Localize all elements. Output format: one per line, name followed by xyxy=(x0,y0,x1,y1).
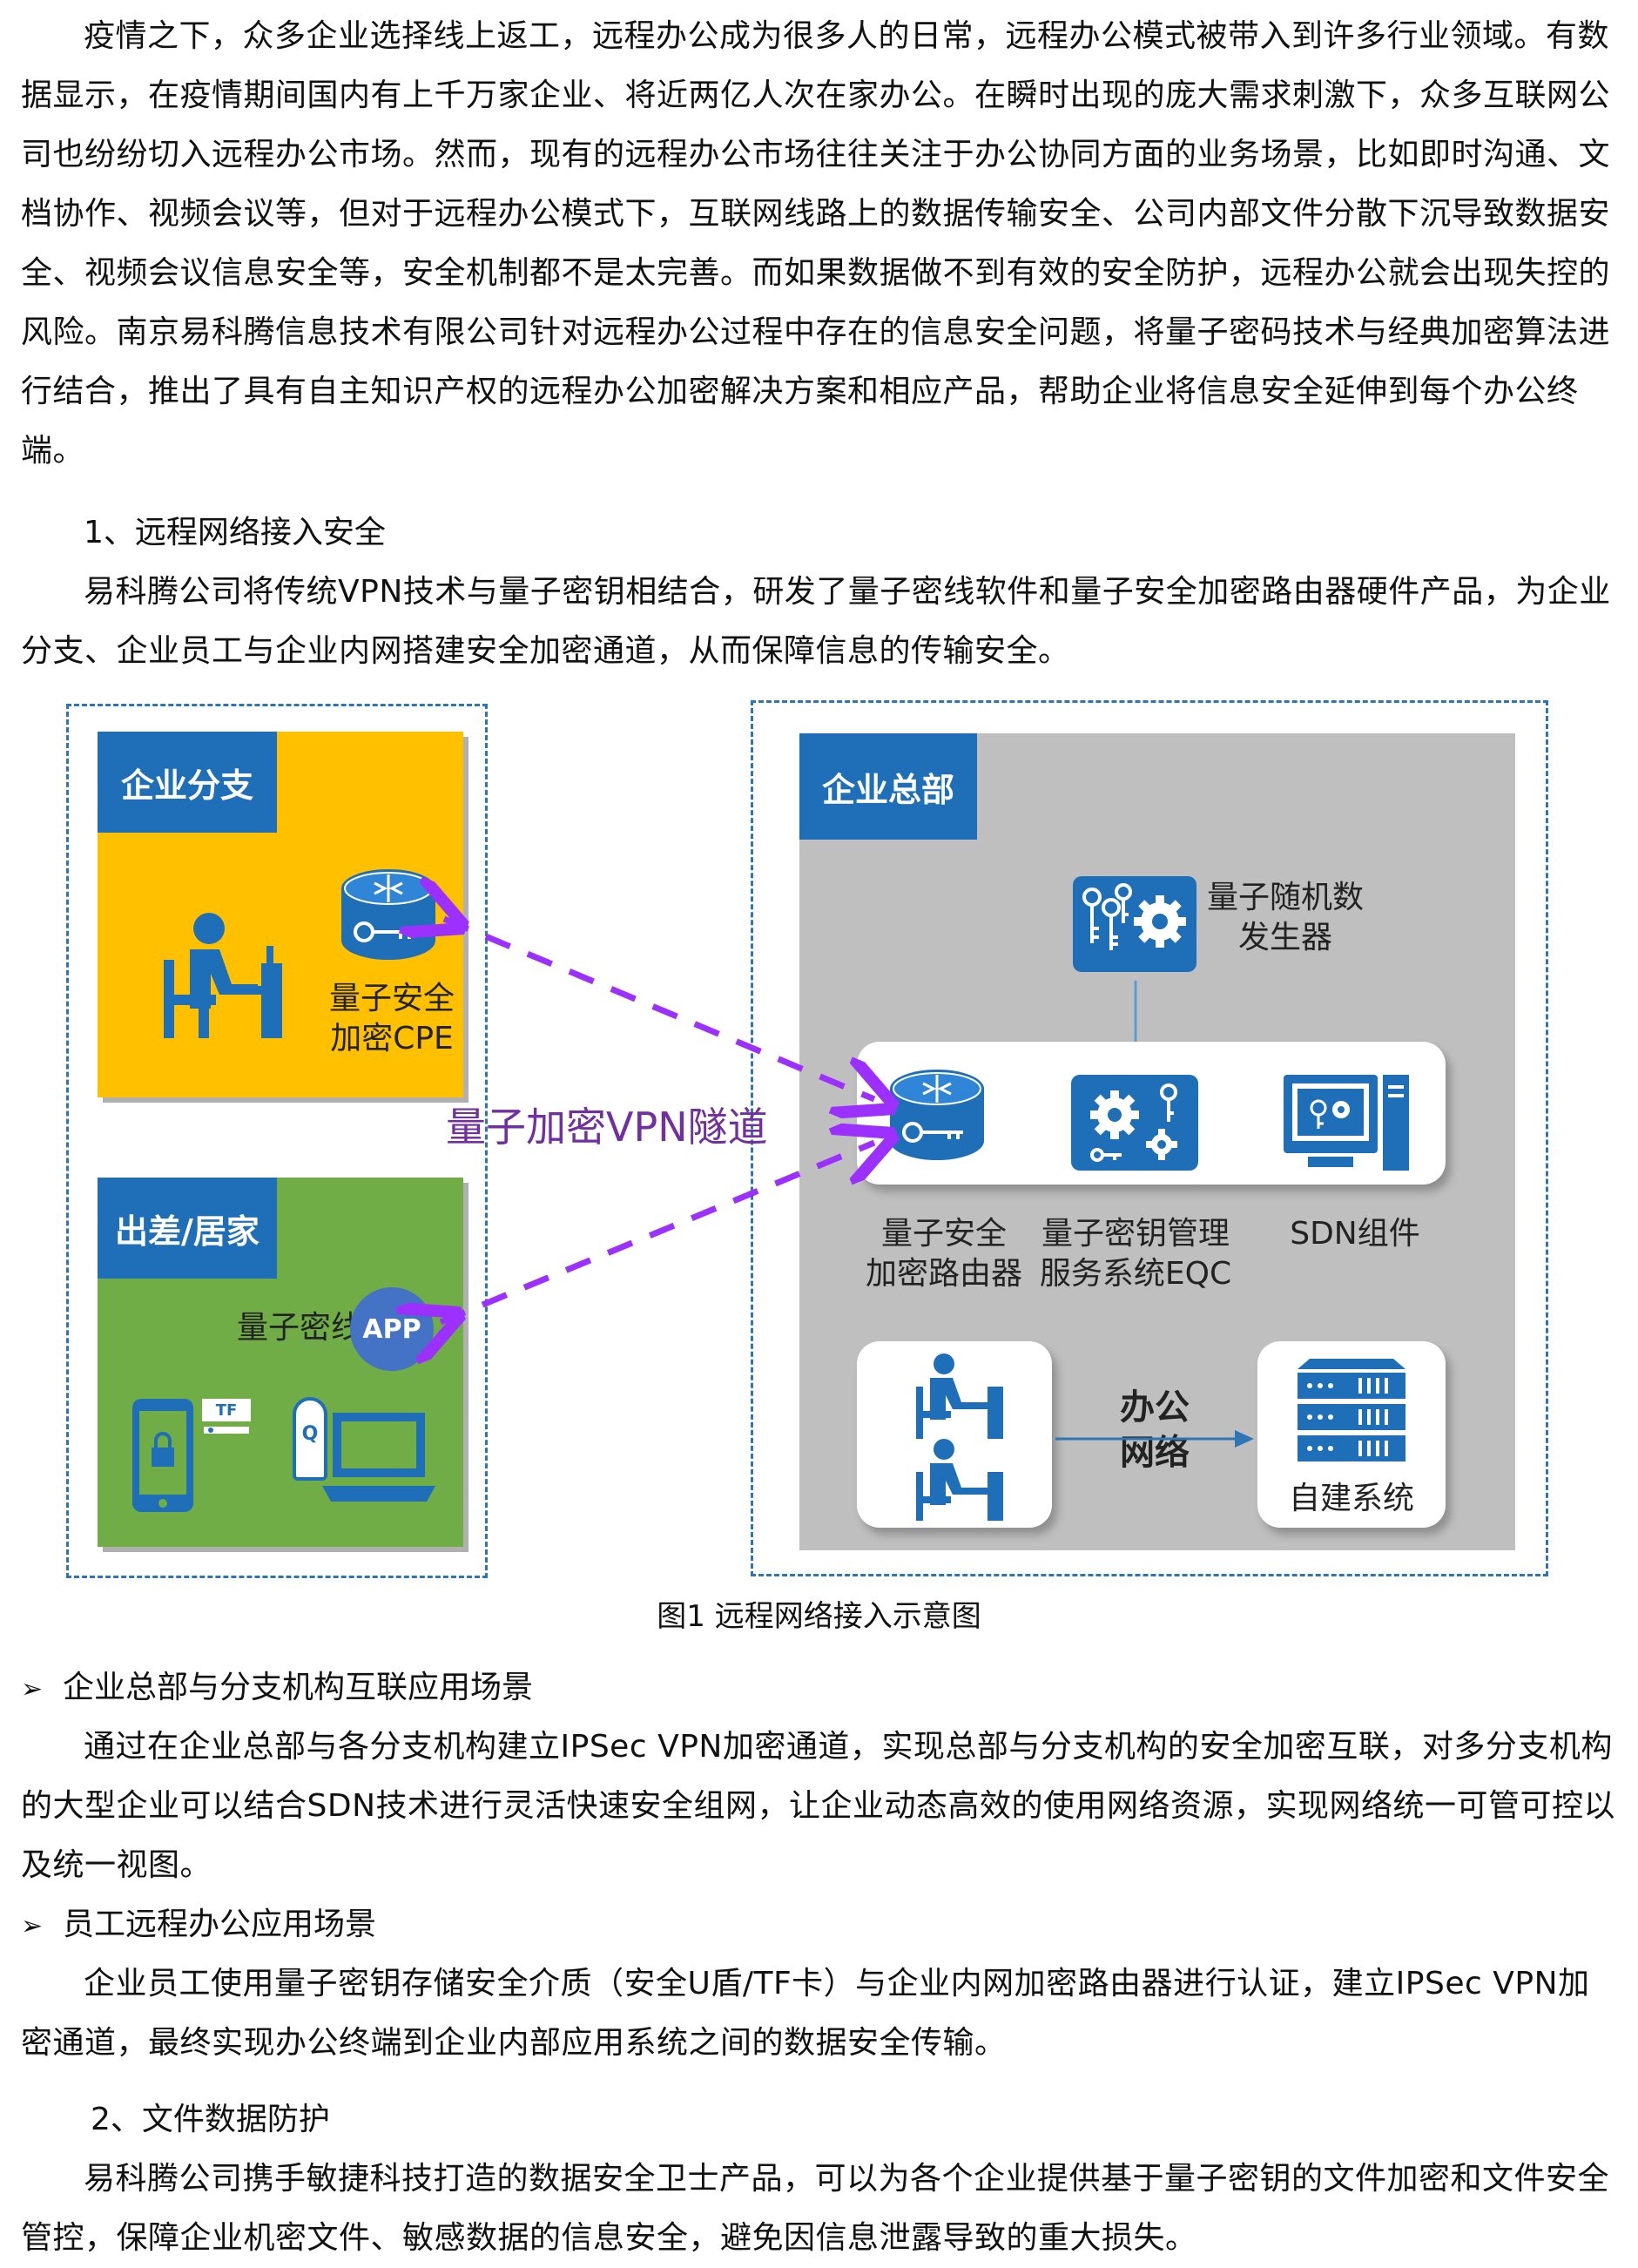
hq-tag: 企业总部 xyxy=(799,733,977,840)
section2-body: 易科腾公司携手敏捷科技打造的数据安全卫士产品，可以为各个企业提供基于量子密钥的文… xyxy=(21,2161,1610,2256)
workers-box xyxy=(857,1341,1052,1528)
laptop-icon xyxy=(322,1413,435,1502)
gears-key-icon xyxy=(1090,1083,1177,1162)
office-worker-icon xyxy=(164,913,282,1038)
branch-tag: 企业分支 xyxy=(98,732,277,833)
tf-card-key-icon xyxy=(204,1427,249,1434)
bullet2-title: 员工远程办公应用场景 xyxy=(63,1907,377,1942)
bullet-arrow-icon: ➢ xyxy=(21,1674,44,1704)
qrng-label: 量子随机数 发生器 xyxy=(1198,878,1372,958)
bullet2-heading: ➢ 员工远程办公应用场景 xyxy=(21,1895,376,1956)
eqc-line2: 服务系统EQC xyxy=(1039,1256,1232,1292)
travel-app-label: 量子密线 xyxy=(236,1310,362,1346)
section1-body: 易科腾公司将传统VPN技术与量子密钥相结合，研发了量子密线软件和量子安全加密路由… xyxy=(21,574,1611,669)
vpn-tunnel-label: 量子加密VPN隧道 xyxy=(446,1104,768,1151)
keys-gear-icon xyxy=(1082,883,1186,950)
bullet2-body: 企业员工使用量子密钥存储安全介质（安全U盾/TF卡）与企业内网加密路由器进行认证… xyxy=(21,1966,1590,2061)
intro-paragraph: 疫情之下，众多企业选择线上返工，远程办公成为很多人的日常，远程办公模式被带入到许… xyxy=(21,18,1611,469)
bullet-arrow-icon: ➢ xyxy=(21,1911,44,1941)
office-network-line1: 办公 xyxy=(1120,1387,1190,1428)
section2-title: 2、文件数据防护 xyxy=(91,2102,330,2137)
sdn-component-icon xyxy=(1284,1075,1409,1171)
qrng-icon xyxy=(1073,876,1196,972)
self-system-box xyxy=(1257,1341,1446,1528)
usb-key-icon: Q xyxy=(293,1397,327,1481)
self-system-label: 自建系统 xyxy=(1288,1481,1414,1516)
figure-caption: 图1 远程网络接入示意图 xyxy=(657,1599,981,1634)
server-rack-icon xyxy=(1298,1359,1405,1461)
eqc-icon xyxy=(1071,1075,1198,1171)
section1-title: 1、远程网络接入安全 xyxy=(84,515,386,550)
bullet1-title: 企业总部与分支机构互联应用场景 xyxy=(63,1670,534,1705)
office-workers-icon xyxy=(916,1353,1003,1521)
qrng-line2: 发生器 xyxy=(1237,920,1332,955)
sdn-label: SDN组件 xyxy=(1290,1216,1420,1252)
bullet1-body: 通过在企业总部与各分支机构建立IPSec VPN加密通道，实现总部与分支机构的安… xyxy=(21,1729,1616,1883)
bullet1-heading: ➢ 企业总部与分支机构互联应用场景 xyxy=(21,1658,533,1719)
travel-tag: 出差/居家 xyxy=(98,1178,277,1279)
qrng-line1: 量子随机数 xyxy=(1206,880,1364,915)
phone-lock-icon xyxy=(132,1399,193,1512)
office-network-arrow xyxy=(1055,1430,1254,1448)
eqc-line1: 量子密钥管理 xyxy=(1041,1216,1230,1252)
eqc-label: 量子密钥管理 服务系统EQC xyxy=(1024,1214,1247,1294)
tf-card-icon: TF xyxy=(202,1399,251,1421)
